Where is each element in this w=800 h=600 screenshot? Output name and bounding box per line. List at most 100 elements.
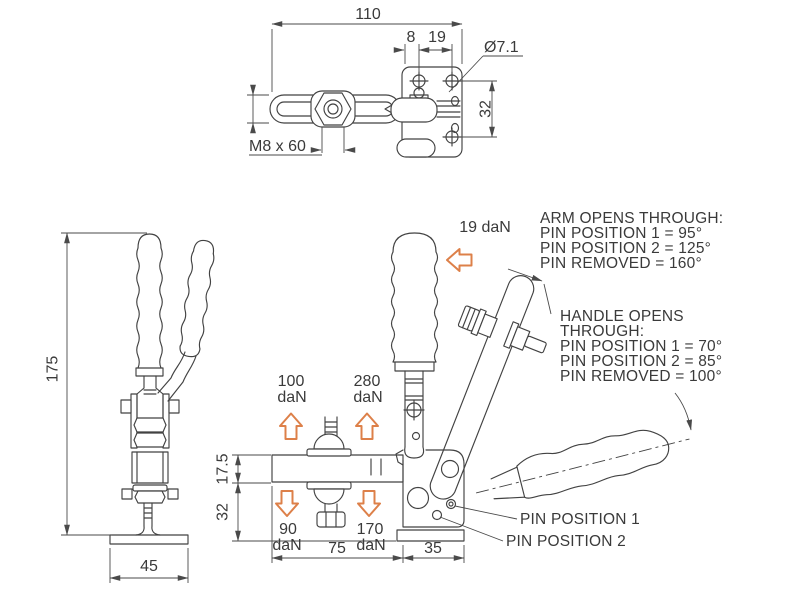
side-hex-nut-2 (133, 432, 167, 448)
front-bottom-hex-nut (316, 511, 346, 528)
side-stud-right (167, 488, 179, 500)
front-view (271, 232, 690, 542)
dim-32-base-label: 32 (215, 503, 232, 521)
dim-45-label: 45 (140, 558, 158, 575)
dim-175-ext (61, 232, 147, 536)
front-bottom-flange (306, 481, 352, 490)
front-arm-ticks (370, 458, 382, 476)
front-body-plate (402, 449, 465, 528)
up-arrow-left-icon (279, 412, 303, 440)
handle-force-arrow-icon (446, 248, 473, 272)
side-handle-linkage (157, 351, 197, 402)
handle-force-label: 19 daN (459, 219, 511, 236)
front-view-dimensions: 17.5 32 75 35 (215, 453, 465, 563)
note-handle-opens-title1: HANDLE OPENS (560, 308, 684, 325)
dim-8-19-ext (404, 44, 453, 73)
clamp-bar-lines (436, 100, 461, 118)
front-handle-pivot-crosshair (403, 399, 425, 421)
hole-diameter-leader (448, 55, 523, 93)
open-handle-centerline (476, 438, 690, 494)
down-arrow-right-icon (357, 490, 381, 517)
note-handle-opens-pin1: PIN POSITION 1 = 70° (560, 338, 722, 355)
force-down-left-unit: daN (272, 537, 301, 554)
pin-1-leader (454, 505, 518, 520)
arm-opens-reference-line (543, 283, 552, 315)
clamp-bar-end (390, 97, 438, 123)
dim-45-ext (109, 548, 189, 583)
front-spindle-upper (324, 416, 338, 439)
dim-75-label: 75 (328, 540, 346, 557)
front-handle-pivot-hole (406, 486, 430, 510)
side-body-block (131, 451, 169, 484)
spindle-hex-nut (314, 92, 352, 126)
dim-32-plate-ext (458, 80, 497, 138)
side-open-handle (179, 239, 215, 358)
force-annotations: 19 daN 100 daN 280 daN 90 daN 170 daN (272, 219, 510, 554)
front-handle-bar (404, 370, 424, 448)
spindle-shank-outer (323, 99, 343, 119)
pin-position-1-hole (445, 498, 457, 510)
front-handle-bar-end (404, 446, 425, 459)
opening-angle-notes: ARM OPENS THROUGH: PIN POSITION 1 = 95° … (439, 210, 723, 550)
dim-175-label: 175 (45, 356, 62, 383)
side-flange-nut (134, 490, 166, 504)
front-bottom-nut-facets (325, 511, 337, 528)
side-base-flare (135, 525, 161, 536)
side-rivet-lower (450, 122, 460, 134)
note-handle-opens-removed: PIN REMOVED = 100° (560, 368, 722, 385)
open-arm (429, 275, 535, 500)
side-body-block-lines (136, 451, 164, 484)
arm-opens-leader (507, 268, 543, 282)
handle-end-top-view (396, 138, 436, 158)
front-top-flange (306, 448, 352, 457)
front-body-hook (395, 449, 404, 466)
front-handle-pin-hole (411, 431, 421, 441)
side-shank-hatch (143, 389, 157, 395)
side-view-dimensions: 175 45 (45, 232, 189, 583)
front-clamp-arm (271, 454, 404, 483)
open-handle-shank (490, 466, 526, 500)
up-arrow-right-icon (355, 412, 379, 440)
note-handle-opens-pin2: PIN POSITION 2 = 85° (560, 353, 722, 370)
front-grip-right-edge (433, 251, 439, 363)
side-hex-nut-1 (133, 417, 167, 433)
side-stud-left (121, 488, 133, 500)
spindle-thread-leader (249, 127, 345, 156)
pin-position-1-label: PIN POSITION 1 (520, 511, 640, 528)
open-handle-grip (516, 429, 670, 499)
note-handle-opens-title2: THROUGH: (560, 323, 644, 340)
side-pivot-bolt-left (120, 399, 132, 414)
force-up-left-unit: daN (277, 389, 306, 406)
down-arrow-left-icon (275, 490, 299, 517)
arm-height-ext (247, 94, 269, 124)
front-grip-top (392, 232, 437, 253)
spindle-thread-label: M8 x 60 (249, 138, 306, 155)
pin-2-leader (439, 516, 504, 542)
side-grip-left-edge (136, 247, 140, 369)
front-base-plate (396, 529, 465, 542)
pin-position-1-pin (448, 501, 454, 507)
side-grip-top (137, 233, 162, 249)
front-spindle-lower (324, 503, 338, 513)
force-up-right-value: 280 (354, 373, 381, 390)
dim-35-label: 35 (424, 540, 442, 557)
side-flange-washer (132, 484, 168, 492)
dim-32-plate-label: 32 (478, 100, 495, 118)
dim-110-ext (271, 29, 463, 92)
open-handle (476, 429, 690, 500)
handle-opens-leader (674, 392, 693, 431)
side-grip-collar (135, 367, 164, 377)
mounting-hole-top-left (409, 71, 429, 91)
top-view (269, 66, 463, 158)
front-bottom-nut-dome (313, 488, 345, 505)
note-arm-opens-pin2: PIN POSITION 2 = 125° (540, 240, 711, 257)
hole-diameter-label: Ø7.1 (484, 39, 519, 56)
dim-19-label: 19 (428, 29, 446, 46)
spindle-shank-inner (327, 103, 339, 115)
force-down-right-value: 170 (357, 521, 384, 538)
note-arm-opens-pin1: PIN POSITION 1 = 95° (540, 225, 702, 242)
side-pivot-bolt-right (168, 399, 180, 414)
force-up-left-value: 100 (278, 373, 305, 390)
